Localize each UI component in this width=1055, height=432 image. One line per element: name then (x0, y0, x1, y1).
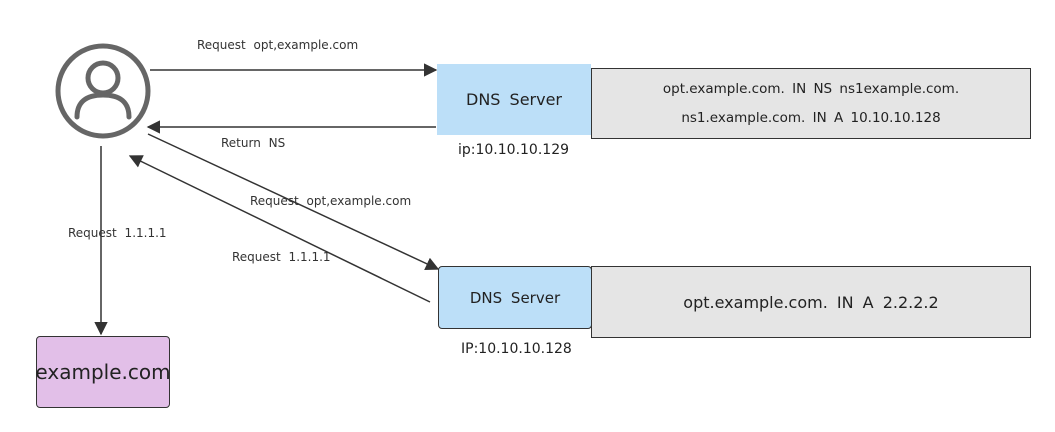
dns-server-1-ip: ip:10.10.10.129 (458, 142, 570, 158)
edge-label-request-to-host: Request 1.1.1.1 (68, 226, 167, 240)
dns-server-2-ip: IP:10.10.10.128 (461, 341, 572, 357)
dns-server-2-label: DNS Server (469, 288, 561, 307)
target-host: example.com (35, 336, 171, 408)
dns-server-1-records: opt.example.com. IN NS ns1example.com. n… (591, 68, 1031, 139)
edge-request-to-dns2 (147, 133, 440, 270)
dns-server-1-label: DNS Server (466, 90, 562, 109)
dns-server-2-records: opt.example.com. IN A 2.2.2.2 (591, 266, 1031, 338)
edge-label-reply-from-dns2: Request 1.1.1.1 (232, 250, 331, 264)
dns-server-1-record-2: ns1.example.com. IN A 10.10.10.128 (681, 109, 941, 126)
edge-reply-from-dns2 (128, 155, 431, 303)
target-host-label: example.com (35, 360, 171, 384)
edge-label-request-to-dns1: Request opt,example.com (197, 38, 359, 52)
dns-server-1: DNS Server (437, 64, 591, 135)
edge-label-return-ns: Return NS (221, 136, 286, 150)
dns-server-1-record-1: opt.example.com. IN NS ns1example.com. (662, 81, 960, 98)
user-icon (55, 43, 151, 139)
edge-label-request-to-dns2: Request opt,example.com (250, 194, 412, 208)
dns-server-2-record-1: opt.example.com. IN A 2.2.2.2 (683, 292, 939, 312)
dns-server-2: DNS Server (438, 266, 592, 329)
